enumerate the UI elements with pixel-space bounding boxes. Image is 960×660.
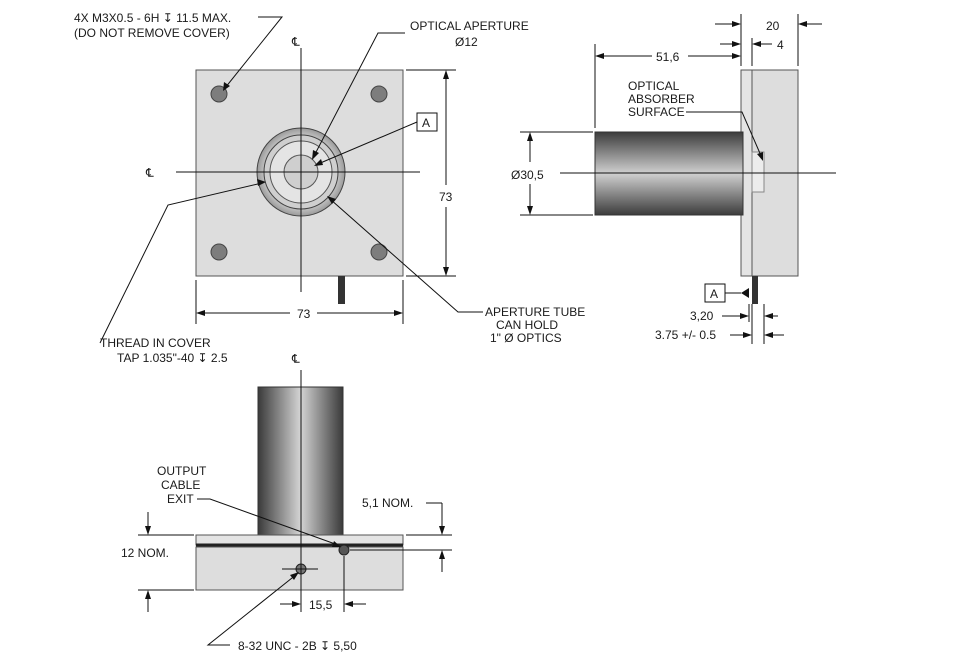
datum-a-triangle-side	[741, 288, 749, 298]
hole-offset-dim: 15,5	[309, 598, 333, 612]
plate-arrow-right	[752, 41, 761, 47]
aperture-leader	[313, 32, 405, 157]
tube-note-line2: CAN HOLD	[496, 318, 558, 332]
plate-dim: 4	[777, 38, 784, 52]
tube-dia-dim: Ø30,5	[511, 168, 544, 182]
absorber-surface	[751, 151, 765, 193]
datum-a-leader-top	[317, 121, 418, 165]
side-cable-stub	[752, 276, 758, 304]
hole-offset-arrow-left	[292, 601, 301, 607]
aperture-label: OPTICAL APERTURE	[410, 19, 529, 33]
width-arrow-right	[394, 310, 403, 316]
height-nom-arrow-bottom	[145, 590, 151, 599]
cable-leader-arrow	[332, 541, 341, 547]
offset-dim: 3,20	[690, 309, 714, 323]
cable-leader	[197, 498, 339, 546]
tube-note-line3: 1" Ø OPTICS	[490, 331, 562, 345]
aperture-dim: Ø12	[455, 35, 478, 49]
cable-offset-arrow-top	[439, 526, 445, 535]
centerline-symbol-top-v: ℄	[291, 35, 300, 49]
total-depth-dim: 20	[766, 19, 780, 33]
absorber-label-line3: SURFACE	[628, 105, 685, 119]
absorber-leader	[686, 111, 763, 159]
absorber-label-line2: ABSORBER	[628, 92, 695, 106]
mount-holes-note-line1: 4X M3X0.5 - 6H ↧ 11.5 MAX.	[74, 11, 231, 25]
datum-a-leader-arrow-top	[314, 159, 323, 166]
side-view: 20 4 51,6 OPTICAL ABSORBER SURFACE Ø30,5…	[511, 14, 836, 344]
mount-hole-tl	[210, 85, 228, 103]
tube-length-arrow-left	[595, 53, 604, 59]
thread-leader-arrow	[257, 179, 266, 186]
tube-leader	[329, 198, 483, 313]
aperture-leader-arrow	[312, 150, 319, 160]
offset-arrow-left	[740, 313, 749, 319]
mount-hole-tr	[370, 85, 388, 103]
tube-length-dim: 51,6	[656, 50, 680, 64]
tol-arrow-right	[764, 332, 773, 338]
mount-holes-leader	[224, 16, 284, 89]
depth-arrow-right	[798, 21, 807, 27]
cable-label-line3: EXIT	[167, 492, 194, 506]
tube-leader-arrow	[327, 196, 336, 204]
cable-offset-dim: 5,1 NOM.	[362, 496, 413, 510]
thread-note-leader-arrow	[290, 572, 299, 580]
height-arrow-top	[443, 70, 449, 79]
front-view: ℄ OUTPUT CABLE EXIT 5,1 NOM. 12 NOM. 15,…	[121, 352, 452, 653]
tolerance-dim: 3.75 +/- 0.5	[655, 328, 716, 342]
height-arrow-bottom	[443, 267, 449, 276]
cable-label-line1: OUTPUT	[157, 464, 207, 478]
tol-arrow-left	[743, 332, 752, 338]
depth-arrow-left	[732, 21, 741, 27]
tube-length-arrow-right	[732, 53, 741, 59]
top-view: ℄ ℄ 4X M3X0.5 - 6H ↧ 11.5 MAX. (DO NOT R…	[74, 11, 585, 365]
thread-note-line1: THREAD IN COVER	[100, 336, 211, 350]
datum-a-label-side: A	[710, 287, 718, 301]
offset-arrow-right	[764, 313, 773, 319]
height-dim: 73	[439, 190, 453, 204]
absorber-leader-arrow	[757, 152, 763, 161]
width-dim: 73	[297, 307, 311, 321]
datum-a-label-top: A	[422, 116, 430, 130]
thread-note-leader	[206, 573, 298, 646]
tube-note-line1: APERTURE TUBE	[485, 305, 585, 319]
centerline-symbol-front: ℄	[291, 352, 300, 366]
cable-label-line2: CABLE	[161, 478, 200, 492]
tube-dia-arrow-top	[527, 132, 533, 141]
absorber-label-line1: OPTICAL	[628, 79, 680, 93]
front-thread-note: 8-32 UNC - 2B ↧ 5,50	[238, 639, 357, 653]
plate-arrow-left	[732, 41, 741, 47]
cable-offset-arrow-bottom	[439, 550, 445, 559]
height-nom-dim: 12 NOM.	[121, 546, 169, 560]
thread-leader	[99, 182, 263, 344]
centerline-symbol-top-h: ℄	[145, 166, 154, 180]
cable-stub	[338, 276, 345, 304]
cable-exit-hole	[338, 544, 350, 556]
mount-hole-bl	[210, 243, 228, 261]
height-nom-arrow-top	[145, 526, 151, 535]
mount-hole-br	[370, 243, 388, 261]
mount-holes-note-line2: (DO NOT REMOVE COVER)	[74, 26, 230, 40]
hole-offset-arrow-right	[344, 601, 353, 607]
width-arrow-left	[196, 310, 205, 316]
tube-dia-arrow-bottom	[527, 206, 533, 215]
thread-note-line2: TAP 1.035"-40 ↧ 2.5	[117, 351, 228, 365]
mount-holes-leader-arrow	[223, 82, 230, 91]
